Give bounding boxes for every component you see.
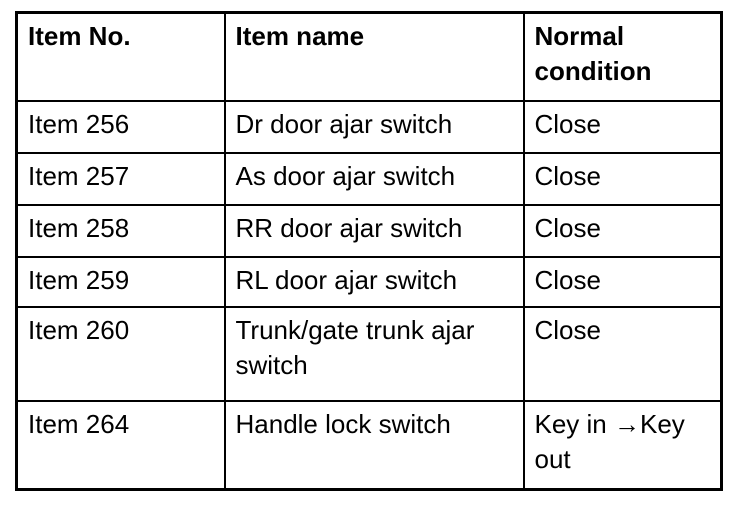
- cell-item-name: RL door ajar switch: [223, 255, 525, 308]
- header-normal-condition: Normal condition: [522, 11, 723, 102]
- cell-item-no: Item 257: [15, 151, 226, 206]
- table-row: Item 256 Dr door ajar switch Close: [15, 99, 723, 154]
- switch-items-table: Item No. Item name Normal condition Item…: [15, 11, 723, 491]
- cell-normal-condition: Close: [522, 305, 723, 402]
- header-item-no: Item No.: [15, 11, 226, 102]
- cell-item-no: Item 258: [15, 203, 226, 258]
- table-row: Item 264 Handle lock switch Key in →Key …: [15, 399, 723, 491]
- cell-item-no: Item 256: [15, 99, 226, 154]
- cell-item-no: Item 260: [15, 305, 226, 402]
- cell-normal-condition: Close: [522, 151, 723, 206]
- cell-item-name: RR door ajar switch: [223, 203, 525, 258]
- table-row: Item 260 Trunk/gate trunk ajar switch Cl…: [15, 305, 723, 402]
- cell-item-name: Dr door ajar switch: [223, 99, 525, 154]
- cell-item-name: Trunk/gate trunk ajar switch: [223, 305, 525, 402]
- cell-normal-condition: Close: [522, 255, 723, 308]
- cell-item-name: As door ajar switch: [223, 151, 525, 206]
- cell-normal-condition: Close: [522, 203, 723, 258]
- cell-normal-condition: Close: [522, 99, 723, 154]
- cell-item-no: Item 259: [15, 255, 226, 308]
- cell-normal-condition: Key in →Key out: [522, 399, 723, 491]
- table-row: Item 258 RR door ajar switch Close: [15, 203, 723, 258]
- table-row: Item 257 As door ajar switch Close: [15, 151, 723, 206]
- table-header-row: Item No. Item name Normal condition: [15, 11, 723, 102]
- header-item-name: Item name: [223, 11, 525, 102]
- cell-item-name: Handle lock switch: [223, 399, 525, 491]
- table-row: Item 259 RL door ajar switch Close: [15, 255, 723, 308]
- cell-item-no: Item 264: [15, 399, 226, 491]
